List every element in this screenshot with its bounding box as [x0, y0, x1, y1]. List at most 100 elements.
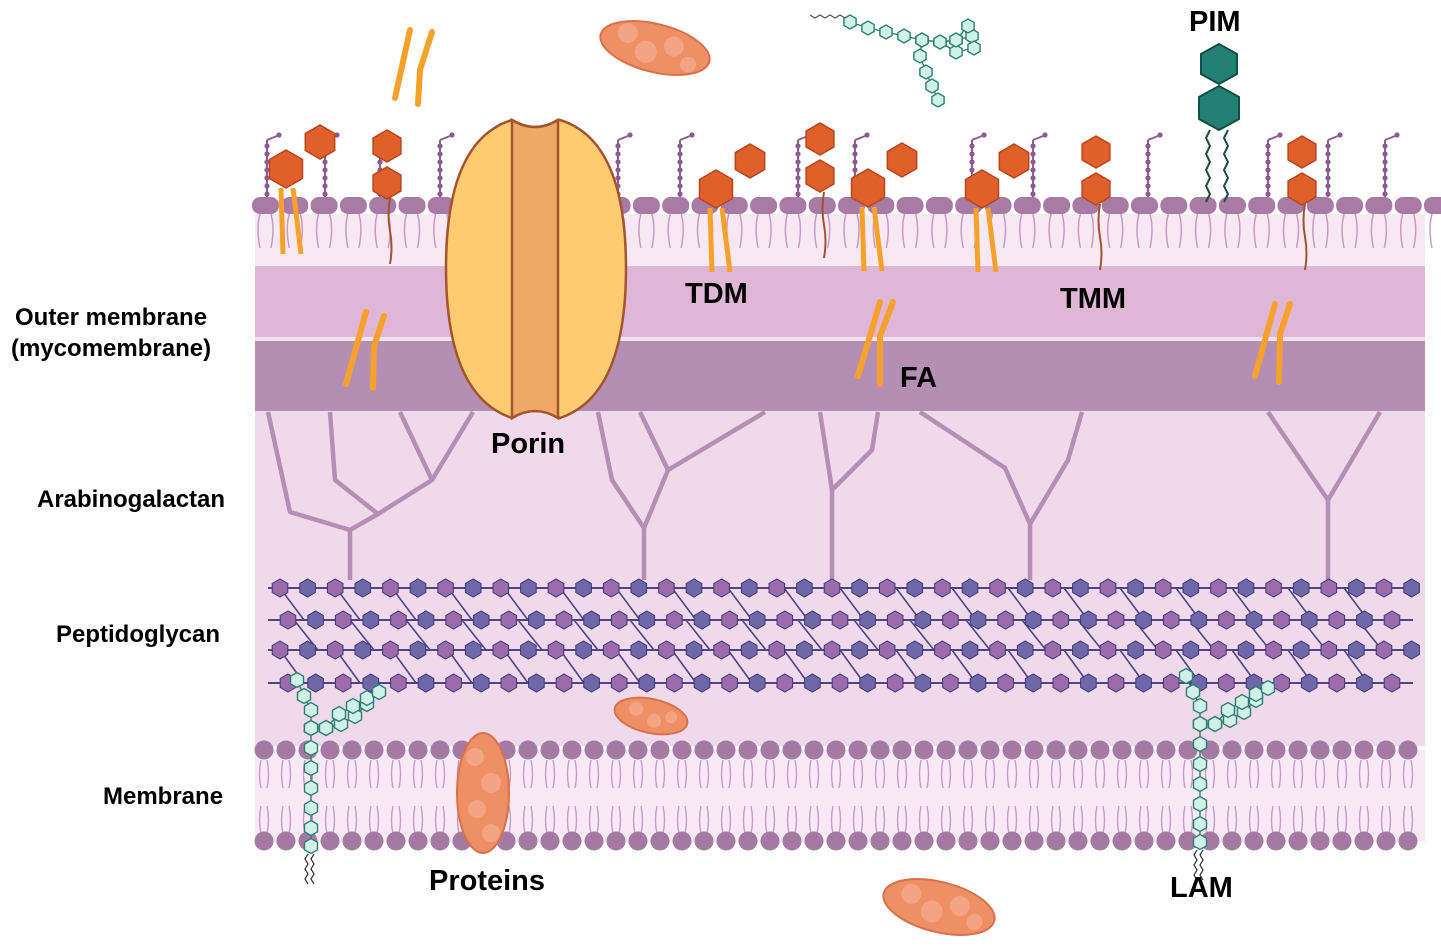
peptidoglycan-unit: [334, 673, 352, 693]
peptidoglycan-unit: [658, 578, 675, 598]
inner-lipid-head: [1024, 740, 1044, 760]
peptidoglycan-unit: [1135, 610, 1152, 630]
peptidoglycan-unit: [307, 673, 324, 693]
peptidoglycan-unit: [1099, 578, 1117, 598]
inner-lipid-head: [254, 740, 274, 760]
inner-lipid-head: [782, 740, 802, 760]
inner-lipid-head: [408, 831, 428, 851]
inner-lipid-head: [738, 740, 758, 760]
outer-lipid-head: [1218, 197, 1246, 214]
fatty-acid-om-2b: [877, 299, 896, 387]
outer-lipid-head: [310, 197, 338, 214]
outer-lipid-head: [1013, 197, 1041, 214]
peptidoglycan-unit: [1265, 578, 1282, 598]
outer-lipid-tail: [1077, 213, 1095, 249]
outer-lipid-head: [252, 197, 279, 214]
inner-lipid-head: [364, 831, 384, 851]
inner-lipid-head: [1134, 831, 1154, 851]
outer-lipid-tail: [784, 213, 802, 249]
outer-lipid-tail: [1312, 213, 1329, 249]
label-proteins: Proteins: [429, 865, 545, 897]
outer-lipid-head: [1160, 197, 1188, 214]
pim-hexagon-top: [1200, 42, 1238, 86]
outer-lipid-tail: [1048, 213, 1065, 249]
peptidoglycan-unit: [1383, 610, 1401, 630]
inner-lipid-head: [1266, 740, 1286, 760]
peptidoglycan-unit: [1127, 640, 1144, 660]
inner-lipid-head: [1376, 831, 1396, 851]
peptidoglycan-unit: [1218, 610, 1235, 630]
inner-lipid-head: [386, 740, 406, 760]
peptidoglycan-unit: [630, 578, 648, 598]
outer-lipid-tail: [813, 213, 831, 249]
inner-lipid-head: [650, 831, 670, 851]
peptidoglycan-unit: [583, 673, 600, 693]
outer-lipid-tail: [1370, 213, 1388, 249]
outer-lipid-tail: [1341, 213, 1358, 249]
inner-lipid-head: [870, 740, 890, 760]
peptidoglycan-unit: [575, 640, 592, 660]
peptidoglycan-unit: [768, 578, 786, 598]
label-tdm: TDM: [685, 278, 748, 310]
outer-lipid-tail: [1165, 213, 1183, 249]
peptidoglycan-unit: [299, 640, 316, 660]
peptidoglycan-unit: [914, 673, 932, 693]
outer-lipid-tail: [1399, 213, 1417, 249]
peptidoglycan-unit: [851, 640, 868, 660]
peptidoglycan-unit: [1162, 673, 1180, 693]
peptidoglycan-unit: [1210, 578, 1227, 598]
label-outer-membrane-line1: Outer membrane: [15, 304, 207, 331]
inner-lipid-head: [320, 831, 340, 851]
protein-top: [599, 20, 711, 76]
peptidoglycan-unit: [445, 610, 462, 630]
peptidoglycan-unit: [472, 610, 490, 630]
fatty-acid-om-3b: [1276, 301, 1293, 385]
lam-fragment-top: [809, 14, 981, 108]
outer-lipid-head: [1189, 197, 1217, 214]
peptidoglycan-unit: [445, 673, 462, 693]
peptidoglycan-unit: [1072, 640, 1089, 660]
inner-lipid-head: [584, 740, 604, 760]
inner-lipid-head: [1288, 831, 1308, 851]
outer-lipid-head: [1306, 197, 1334, 214]
peptidoglycan-unit: [610, 673, 628, 693]
peptidoglycan-unit: [859, 673, 876, 693]
peptidoglycan-unit: [1265, 640, 1282, 660]
glycolipid-stem: [1382, 132, 1400, 197]
peptidoglycan-unit: [528, 673, 545, 693]
peptidoglycan-unit: [437, 640, 454, 660]
inner-lipid-head: [276, 740, 296, 760]
peptidoglycan-unit: [555, 610, 573, 630]
inner-lipid-head: [958, 831, 978, 851]
peptidoglycan-unit: [1245, 610, 1263, 630]
peptidoglycan-unit: [942, 610, 959, 630]
peptidoglycan-unit: [906, 578, 924, 598]
peptidoglycan-unit: [823, 640, 841, 660]
peptidoglycan-unit: [831, 610, 849, 630]
inner-lipid-head: [276, 831, 296, 851]
inner-lipid-head: [1134, 740, 1154, 760]
peptidoglycan-unit: [1237, 578, 1255, 598]
peptidoglycan-unit: [768, 640, 786, 660]
inner-lipid-head: [584, 831, 604, 851]
lam-right: [1178, 667, 1276, 881]
peptidoglycan-unit: [1182, 578, 1200, 598]
inner-lipid-head: [606, 740, 626, 760]
peptidoglycan-unit: [851, 578, 868, 598]
peptidoglycan-unit: [969, 610, 987, 630]
inner-lipid-head: [606, 831, 626, 851]
inner-lipid-head: [892, 831, 912, 851]
peptidoglycan-unit: [886, 673, 904, 693]
peptidoglycan-unit: [1016, 578, 1034, 598]
inner-lipid-head: [1332, 831, 1352, 851]
peptidoglycan-unit: [1044, 578, 1062, 598]
peptidoglycan-unit: [437, 578, 454, 598]
peptidoglycan-unit: [382, 640, 399, 660]
peptidoglycan-unit: [1383, 673, 1401, 693]
tdm-2: [698, 143, 766, 273]
inner-lipid-head: [1332, 740, 1352, 760]
arabinogalactan-branch: [830, 411, 881, 492]
peptidoglycan-unit: [299, 578, 316, 598]
protein-periplasm: [613, 696, 689, 736]
peptidoglycan-unit: [1237, 640, 1255, 660]
